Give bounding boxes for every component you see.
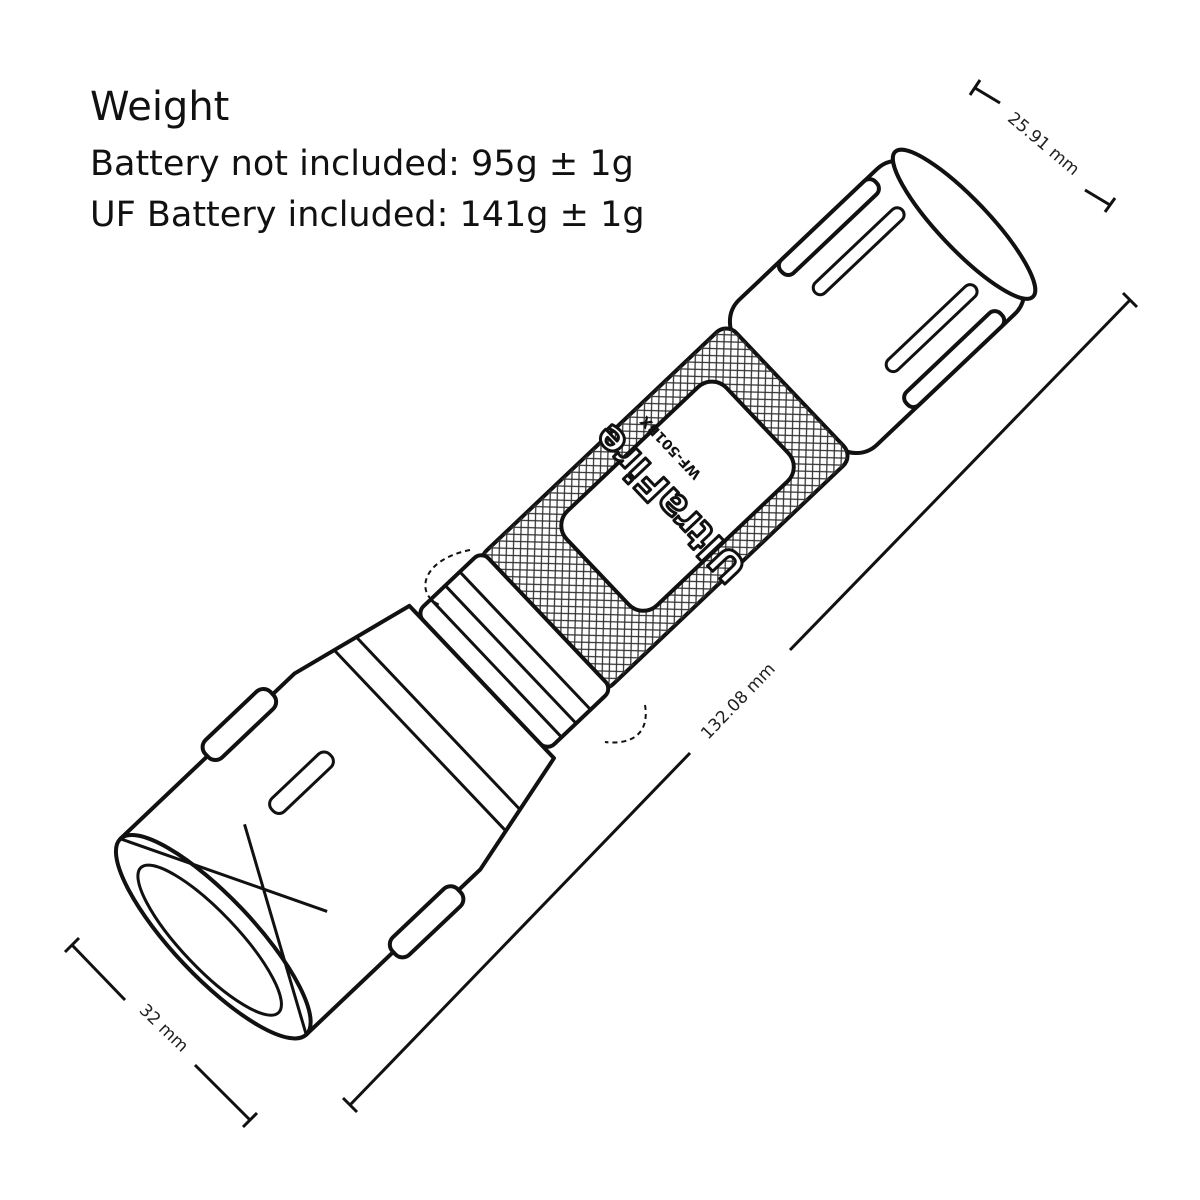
tail-diameter-label: 25.91 mm bbox=[1003, 108, 1083, 179]
weight-without-battery: Battery not included: 95g ± 1g bbox=[90, 144, 634, 184]
head-diameter-dimension-line bbox=[63, 936, 259, 1129]
tail-diameter-dimension-line bbox=[968, 79, 1117, 213]
rotate-arrow-icon bbox=[604, 704, 647, 744]
weight-with-battery: UF Battery included: 141g ± 1g bbox=[90, 195, 645, 235]
length-dimension-line bbox=[341, 291, 1139, 1114]
knurled-body bbox=[480, 326, 850, 690]
threads bbox=[418, 553, 611, 749]
head-diameter-label: 32 mm bbox=[135, 1000, 192, 1056]
weight-title: Weight bbox=[90, 84, 230, 130]
head bbox=[113, 603, 556, 1041]
length-label: 132.08 mm bbox=[697, 659, 779, 743]
